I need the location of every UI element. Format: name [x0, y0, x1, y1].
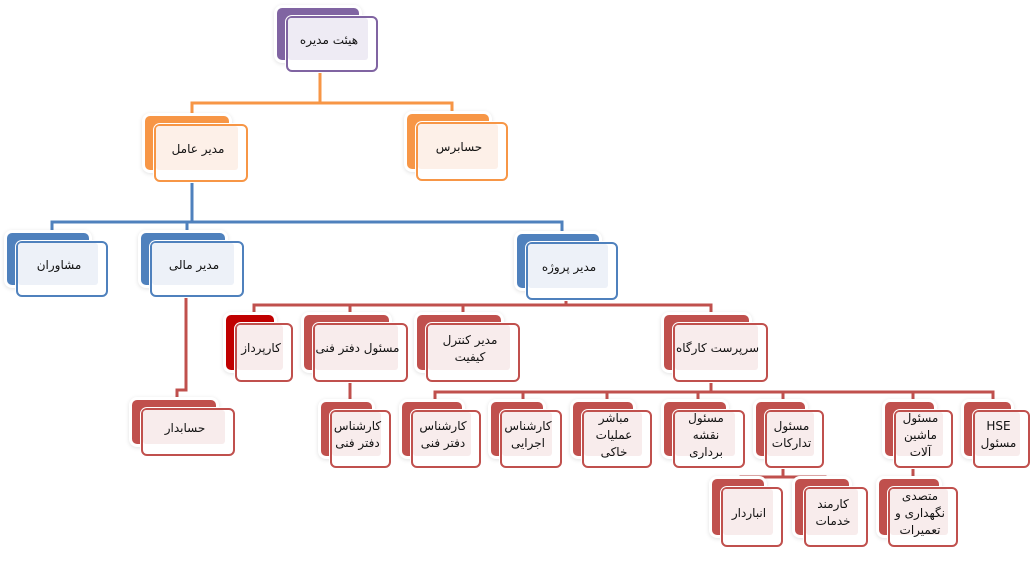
node-fill: [152, 243, 234, 285]
node-fill: [767, 412, 814, 456]
node-box: کارمند خدمات: [804, 487, 868, 547]
connector-board-children: [190, 101, 454, 116]
node-fill: [528, 244, 608, 288]
node-box: مسئول تدارکات: [765, 410, 824, 468]
node-fill: [156, 126, 238, 170]
node-fill: [428, 325, 510, 370]
node-fill: [584, 412, 642, 456]
node-box: انباردار: [721, 487, 783, 547]
node-box: مدیر عامل: [154, 124, 248, 182]
node-label: مدیر کنترل کیفیت: [442, 332, 498, 364]
node-label: هیئت مدیره: [299, 32, 359, 47]
node-fill: [896, 412, 943, 456]
node-label: کارشناس دفتر فنی: [333, 419, 382, 450]
node-label: کارپرداز: [241, 341, 281, 355]
connector-site-children: [433, 390, 995, 402]
node-label: حسابدار: [164, 420, 206, 435]
node-box: مدیر پروژه: [526, 242, 618, 300]
node-label: مدیر مالی: [168, 257, 220, 272]
node-fill: [502, 412, 552, 456]
node-box: متصدی نگهداری و تعمیرات: [888, 487, 958, 547]
connector-project-children: [252, 303, 713, 316]
node-fill: [315, 325, 398, 370]
node-box: HSE مسئول: [973, 410, 1030, 468]
node-fill: [143, 410, 225, 444]
node-box: سرپرست کارگاه: [673, 323, 768, 382]
node-fill: [890, 489, 948, 535]
node-box: مسئول ماشین آلات: [894, 410, 953, 468]
node-box: حسابدار: [141, 408, 235, 456]
node-label: انباردار: [731, 505, 767, 520]
node-fill: [288, 18, 368, 60]
node-fill: [418, 124, 498, 169]
node-box: مشاوران: [16, 241, 108, 297]
node-box: مدیر مالی: [150, 241, 244, 297]
node-fill: [18, 243, 98, 285]
node-box: کارپرداز: [235, 323, 293, 382]
node-box: مسئول نقشه برداری: [673, 410, 745, 468]
node-box: مباشر عملیات خاکی: [582, 410, 652, 468]
node-fill: [675, 412, 735, 456]
node-label: مسئول نقشه برداری: [688, 410, 724, 459]
node-label: مدیر عامل: [171, 141, 225, 156]
node-label: مدیر پروژه: [541, 259, 597, 274]
node-fill: [413, 412, 471, 456]
node-fill: [675, 325, 758, 370]
node-box: حسابرس: [416, 122, 508, 181]
node-label: مباشر عملیات خاکی: [595, 410, 633, 459]
node-label: HSE مسئول: [980, 419, 1017, 450]
node-label: کارمند خدمات: [815, 497, 851, 528]
node-fill: [237, 325, 283, 370]
node-fill: [806, 489, 858, 535]
node-box: کارشناس دفتر فنی: [330, 410, 391, 468]
connector-ceo-children: [50, 220, 564, 233]
node-box: مسئول دفتر فنی: [313, 323, 408, 382]
node-label: کارشناس اجرایی: [504, 419, 552, 450]
node-fill: [723, 489, 773, 535]
node-fill: [975, 412, 1020, 456]
node-label: مشاوران: [36, 257, 82, 272]
node-box: مدیر کنترل کیفیت: [426, 323, 520, 382]
node-label: مسئول تدارکات: [771, 419, 812, 450]
node-label: حسابرس: [435, 140, 483, 154]
node-label: مسئول دفتر فنی: [315, 341, 400, 355]
node-fill: [332, 412, 381, 456]
node-box: کارشناس اجرایی: [500, 410, 562, 468]
node-label: مسئول ماشین آلات: [902, 410, 939, 459]
node-label: متصدی نگهداری و تعمیرات: [895, 488, 945, 537]
node-label: کارشناس دفتر فنی: [419, 419, 467, 450]
node-box: هیئت مدیره: [286, 16, 378, 72]
connector-finance: [175, 297, 188, 401]
node-label: سرپرست کارگاه: [675, 341, 760, 355]
node-box: کارشناس دفتر فنی: [411, 410, 481, 468]
